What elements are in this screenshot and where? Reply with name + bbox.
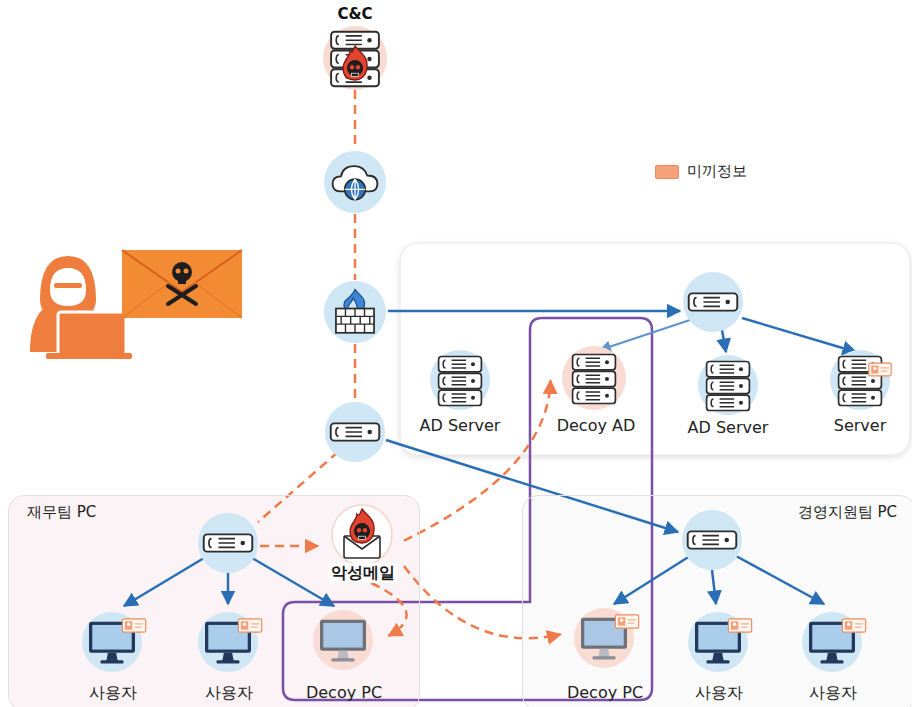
ad-server: AD Server — [682, 355, 775, 438]
node-label: 사용자 — [809, 683, 857, 703]
ad-server: AD Server — [414, 350, 507, 436]
node-label: AD Server — [688, 418, 769, 438]
user-pc: 사용자 — [798, 607, 868, 703]
node-label: C&C — [334, 4, 375, 24]
user-pc: 사용자 — [684, 607, 754, 703]
node-label: 사용자 — [89, 683, 137, 703]
legend-label: 미끼정보 — [687, 162, 747, 181]
node-label: AD Server — [420, 416, 501, 436]
node-label: Server — [834, 416, 886, 436]
node-label: Decoy PC — [567, 683, 643, 703]
team-panel: 재무팀 PC 악성메일사용자 사용자 Decoy PC — [8, 495, 420, 707]
decoy-pc: Decoy PC — [300, 607, 389, 703]
cc-server: C&C — [320, 4, 390, 92]
user-pc: 사용자 — [194, 607, 264, 703]
decoy-ad-server: Decoy AD — [551, 348, 642, 436]
decoy-pc: Decoy PC — [561, 605, 650, 703]
node-label: 사용자 — [205, 683, 253, 703]
node-label: Decoy AD — [557, 416, 636, 436]
team-panel: 경영지원팀 PC Decoy PC 사용자 사용자 — [522, 495, 912, 707]
node-label: Decoy PC — [306, 683, 382, 703]
node-label: 사용자 — [695, 683, 743, 703]
user-pc: 사용자 — [78, 607, 148, 703]
server: Server — [828, 350, 893, 436]
malicious-mail: 악성메일 — [322, 506, 404, 583]
legend-item: 미끼정보 — [655, 162, 747, 181]
attack-arrow — [404, 566, 561, 638]
legend-swatch — [655, 165, 679, 179]
group-label: 재무팀 PC — [27, 502, 96, 522]
attack-arrow — [404, 381, 551, 541]
group-label: 경영지원팀 PC — [798, 502, 897, 522]
attack-arrow — [371, 583, 406, 636]
node-label: 악성메일 — [328, 563, 398, 583]
